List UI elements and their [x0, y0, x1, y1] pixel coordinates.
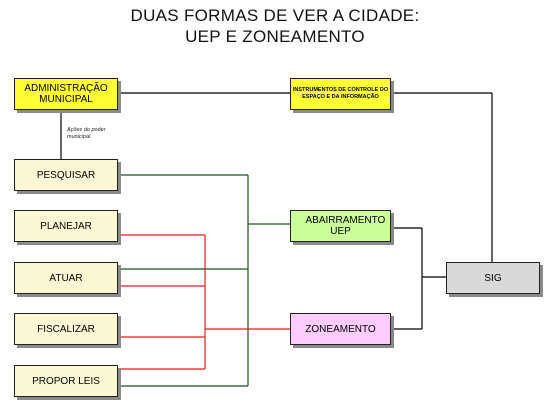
abairramento-box: ABAIRRAMENTO UEP: [290, 210, 391, 242]
zoneamento-box: ZONEAMENTO: [290, 313, 391, 345]
diagram-title-line1: DUAS FORMAS DE VER A CIDADE:: [130, 6, 420, 25]
diagram-title-line2: UEP E ZONEAMENTO: [185, 27, 365, 46]
admin-box: ADMINISTRAÇÃO MUNICIPAL: [14, 78, 118, 110]
zoneamento-label: ZONEAMENTO: [305, 323, 376, 335]
fiscalizar-label: FISCALIZAR: [37, 323, 95, 335]
propor-leis-label: PROPOR LEIS: [32, 375, 100, 387]
admin-label: ADMINISTRAÇÃO MUNICIPAL: [24, 83, 108, 105]
atuar-box: ATUAR: [14, 262, 118, 294]
abairramento-label: ABAIRRAMENTO UEP: [305, 215, 386, 237]
instrumentos-label: INSTRUMENTOS DE CONTROLE DO ESPAÇO E DA …: [292, 87, 389, 100]
sig-box: SIG: [446, 262, 540, 294]
instrumentos-box: INSTRUMENTOS DE CONTROLE DO ESPAÇO E DA …: [290, 78, 391, 110]
acoes-note: Ações do poder municipal: [67, 127, 106, 140]
planejar-box: PLANEJAR: [14, 210, 118, 242]
pesquisar-label: PESQUISAR: [36, 169, 96, 181]
propor-leis-box: PROPOR LEIS: [14, 365, 118, 397]
planejar-label: PLANEJAR: [40, 220, 92, 232]
sig-label: SIG: [484, 272, 502, 284]
fiscalizar-box: FISCALIZAR: [14, 313, 118, 345]
pesquisar-box: PESQUISAR: [14, 159, 118, 191]
atuar-label: ATUAR: [49, 272, 83, 284]
